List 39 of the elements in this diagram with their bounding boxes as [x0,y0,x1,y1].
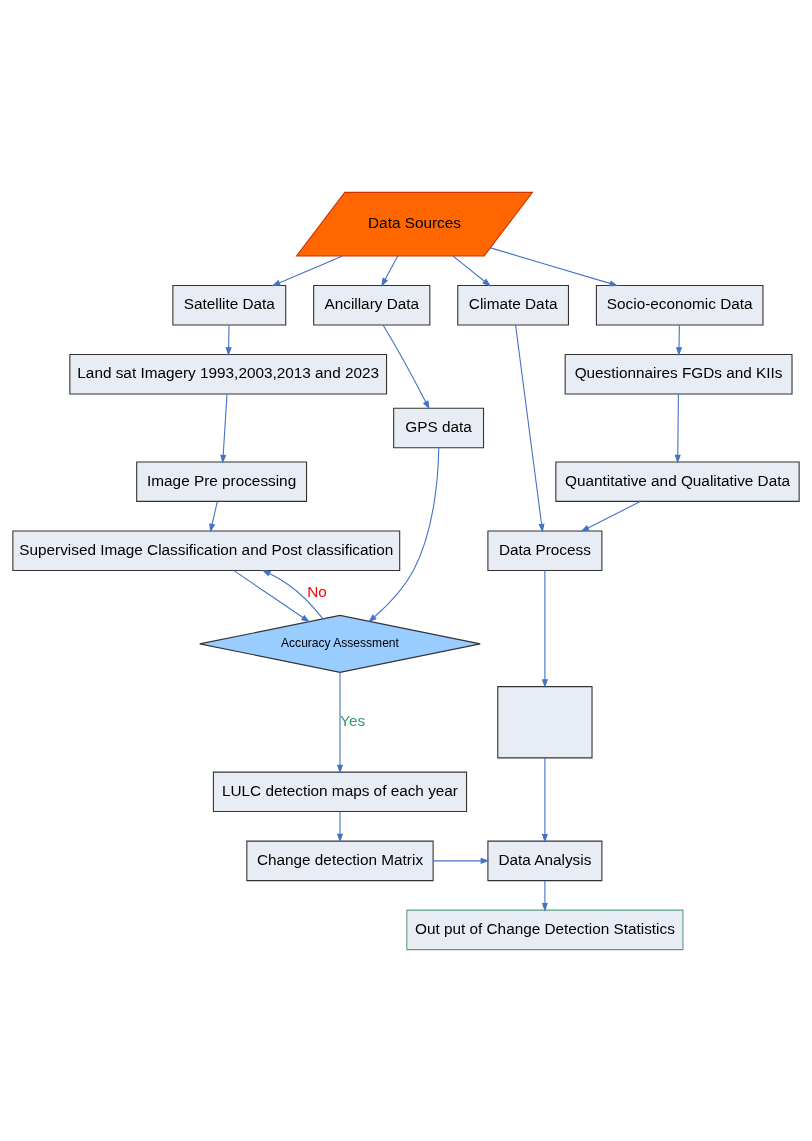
node-box: Questionnaires FGDs and KIIs [564,353,793,395]
node-box: Data Process [487,529,603,571]
node-box: GPS data [393,407,485,448]
arrow [220,393,228,464]
arrow [382,323,430,409]
arrow [261,569,324,619]
arrow [381,254,399,287]
node-box: Socio-economic Data [595,284,764,326]
node-box: Data Analysis [487,840,603,881]
node-box [497,685,593,758]
node-box: LULC detection maps of each year [212,771,468,812]
edge-label: No [307,582,327,600]
arrow [675,324,683,356]
arrow [233,569,310,622]
arrow [580,500,641,532]
arrow [541,757,548,843]
arrow [452,254,492,287]
arrow [271,254,343,286]
arrow [432,857,490,864]
node-box: Climate Data [457,284,569,326]
node-box: Land sat Imagery 1993,2003,2013 and 2023 [69,353,388,395]
edge-label: Yes [340,711,366,729]
node-box: Out put of Change Detection Statistics [406,909,684,950]
node-box: Ancillary Data [313,284,431,326]
arrow [541,569,548,688]
arrow [489,246,619,286]
node-box: Supervised Image Classification and Post classification [12,529,401,571]
arrow [541,879,548,912]
arrow [515,324,545,533]
arrow [209,500,218,532]
arrow [674,393,681,464]
node-box: Quantitative and Qualitative Data [555,460,800,502]
node-box: Satellite Data [172,284,287,326]
node-box: Change detection Matrix [246,840,434,881]
arrow [336,671,344,773]
arrow [225,324,232,356]
node-box: Image Pre processing [136,460,308,502]
arrow [336,810,344,843]
arrow [368,447,440,622]
